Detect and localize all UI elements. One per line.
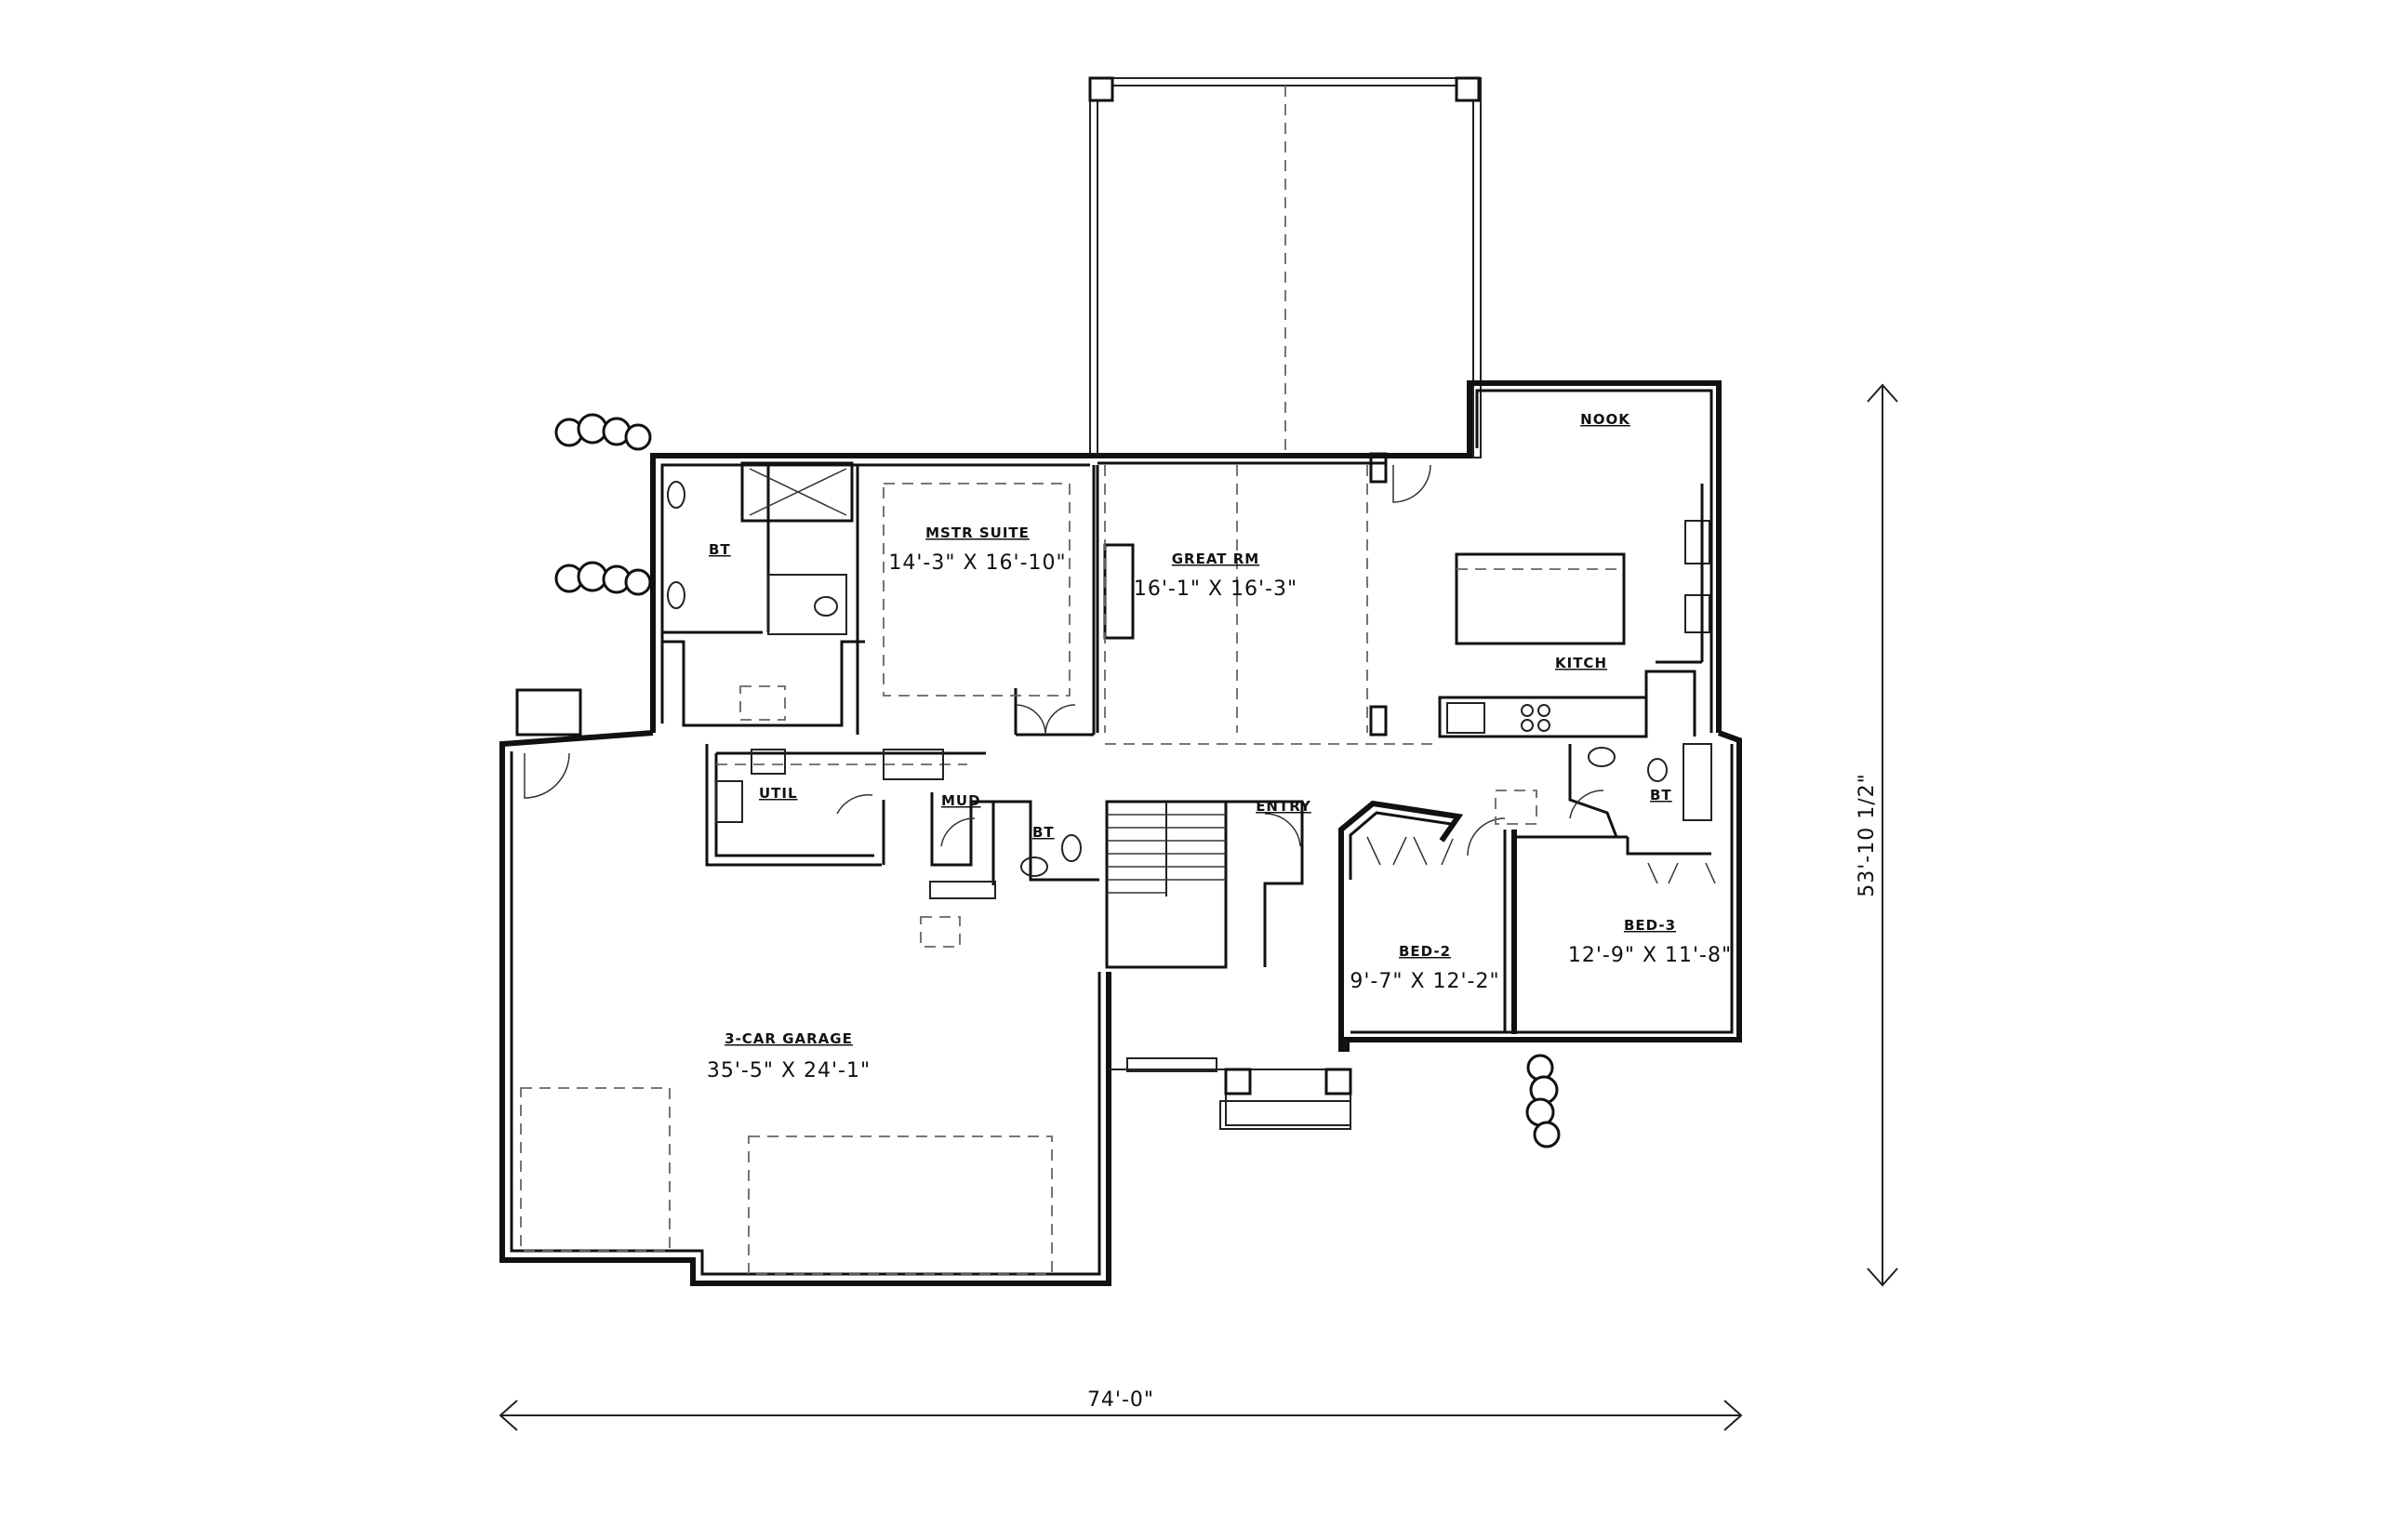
staircase [1105,800,1228,969]
covered-patio [1088,76,1482,458]
label-mud: MUD [941,792,981,809]
depth-dimension: 53'-10 1/2" [1856,383,1898,1287]
shrub-cluster-mid [554,561,652,596]
shrub-cluster-front [1525,1054,1561,1148]
util-mud-interior [705,744,1099,948]
bedroom-wing-interior [1338,743,1716,1034]
dims-master-suite: 14'-3" X 16'-10" [888,551,1066,575]
kitchen-interior [1438,484,1710,738]
label-entry: ENTRY [1256,798,1311,815]
great-room-interior [1096,452,1432,745]
overall-width-label: 74'-0" [1087,1388,1154,1412]
label-great-room: GREAT RM [1172,551,1259,567]
label-nook: NOOK [1580,411,1630,428]
label-garage: 3-CAR GARAGE [725,1030,853,1047]
label-hall-bath: BT [1650,787,1672,803]
label-master-bath: BT [709,541,731,558]
overall-depth-label: 53'-10 1/2" [1856,773,1879,897]
master-wing-interior [662,461,1096,737]
dims-bed-3: 12'-9" X 11'-8" [1568,944,1732,967]
exterior-walls [499,380,1742,1286]
landscaping-shrubs [554,413,1561,1148]
width-dimension: 74'-0" [499,1388,1743,1431]
dims-garage: 35'-5" X 24'-1" [707,1059,871,1082]
label-kitchen: KITCH [1555,655,1607,671]
dims-bed-2: 9'-7" X 12'-2" [1350,970,1499,993]
shrub-cluster-top [554,413,652,451]
label-bed-2: BED-2 [1399,943,1451,960]
entry-porch [1109,800,1352,1130]
dims-great-room: 16'-1" X 16'-3" [1134,578,1297,601]
label-utility: UTIL [759,785,798,802]
garage-details [520,752,1053,1275]
label-bed-3: BED-3 [1624,917,1676,934]
room-labels: BT MSTR SUITE 14'-3" X 16'-10" GREAT RM … [707,411,1732,1082]
label-half-bath: BT [1032,824,1055,841]
label-master-suite: MSTR SUITE [925,524,1030,541]
